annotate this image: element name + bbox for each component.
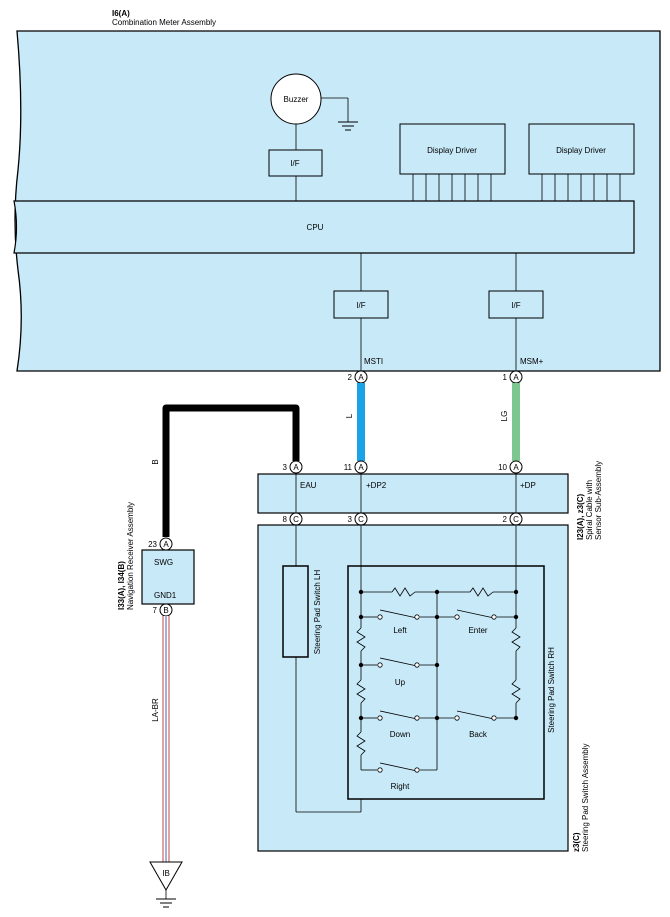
navigation-receiver-title: I33(A), I34(B) Navigation Receiver Assem… [117,502,135,610]
display-driver-1 [399,123,506,175]
svg-text:11: 11 [344,463,353,472]
navigation-receiver-box [141,549,195,605]
svg-text:I23(A), z3(C): I23(A), z3(C) [576,493,585,540]
pin-spiral-dp-top: A 10 [498,460,523,474]
msm-terminal-label: MSM+ [520,357,544,366]
cpu-label: CPU [307,223,324,232]
svg-text:3: 3 [348,515,353,524]
wire-blue-msti [357,383,365,461]
wire-green-msm [512,383,520,461]
spiral-dp-label: +DP [520,481,536,490]
ground-point-ib [149,861,183,892]
svg-text:Sensor Sub-Assembly: Sensor Sub-Assembly [594,461,603,540]
steering-rh-label: Steering Pad Switch RH [547,647,556,733]
meter-code: I6(A) [112,9,130,18]
svg-text:B: B [163,606,168,615]
svg-text:C: C [513,515,519,524]
svg-text:Spiral Cable with: Spiral Cable with [585,480,594,540]
switch-down-label: Down [390,730,410,739]
svg-text:1: 1 [503,373,508,382]
svg-text:C: C [358,515,364,524]
svg-text:23: 23 [148,540,157,549]
svg-text:7: 7 [153,606,158,615]
svg-text:Steering Pad Switch Assembly: Steering Pad Switch Assembly [581,744,590,853]
nav-swg-label: SWG [154,558,173,567]
steering-lh-label: Steering Pad Switch LH [313,570,322,655]
svg-text:C: C [293,515,299,524]
switch-back-label: Back [469,730,488,739]
pin-nav-swg: A 23 [148,537,173,551]
svg-text:A: A [358,373,364,382]
if-label-msm: I/F [511,301,520,310]
pin-meter-msti: A 2 [348,370,368,384]
display-driver-2-label: Display Driver [556,146,606,155]
wire-black-label: B [151,459,160,464]
switch-right-label: Right [391,782,410,791]
svg-text:3: 3 [283,463,288,472]
svg-text:A: A [293,463,299,472]
pin-spiral-dp2-top: A 11 [344,460,368,474]
svg-text:2: 2 [503,515,508,524]
if-box-msm [488,290,544,319]
pin-spiral-dp2-bottom: C 3 [348,512,368,526]
svg-text:I33(A), I34(B): I33(A), I34(B) [117,561,126,610]
msti-terminal-label: MSTI [364,357,383,366]
svg-text:2: 2 [348,373,353,382]
steering-assembly-title: z3(C) Steering Pad Switch Assembly [572,744,590,853]
pin-spiral-eau-top: A 3 [283,460,303,474]
switch-contacts [377,614,497,773]
svg-text:A: A [513,463,519,472]
switch-circuit [356,525,521,772]
svg-text:A: A [358,463,364,472]
pin-spiral-dp-bottom: C 2 [503,512,523,526]
display-driver-1-label: Display Driver [427,146,477,155]
buzzer-label: Buzzer [284,95,309,104]
display-driver-2 [528,123,635,175]
meter-name: Combination Meter Assembly [112,18,216,27]
svg-text:10: 10 [498,463,507,472]
svg-text:A: A [163,540,169,549]
if-label-buzzer: I/F [290,159,299,168]
pin-meter-msm: A 1 [503,370,523,384]
wire-black-swg [162,404,300,537]
nav-gnd1-label: GND1 [154,591,177,600]
wire-blue-label: L [345,413,354,418]
buzzer-ground-icon [338,121,358,131]
spiral-dp2-label: +DP2 [366,481,387,490]
cpu-block [13,200,635,254]
switch-left-label: Left [393,626,407,635]
pin-spiral-eau-bottom: C 8 [283,512,303,526]
ground-point-label: IB [162,869,170,878]
steering-pad-switch-rh [347,565,545,800]
pin-nav-gnd1: B 7 [153,603,173,617]
svg-text:A: A [513,373,519,382]
steering-pad-switch-lh [282,565,309,658]
svg-text:8: 8 [283,515,288,524]
wire-striped-label: LA-BR [151,698,160,722]
if-label-msti: I/F [356,301,365,310]
switch-junctions [358,589,519,721]
spiral-cable-title: I23(A), z3(C) Spiral Cable with Sensor S… [576,461,603,540]
switch-up-label: Up [395,678,406,687]
spiral-cable-box [257,473,569,514]
ground-icon [156,898,176,908]
wire-green-label: LG [500,411,509,422]
spiral-eau-label: EAU [300,481,317,490]
switch-enter-label: Enter [468,626,487,635]
wire-striped-gnd [162,616,170,862]
svg-text:Navigation Receiver Assembly: Navigation Receiver Assembly [126,502,135,610]
display-driver-bus [412,174,621,201]
if-box-buzzer [268,149,323,177]
svg-text:z3(C): z3(C) [572,832,581,852]
